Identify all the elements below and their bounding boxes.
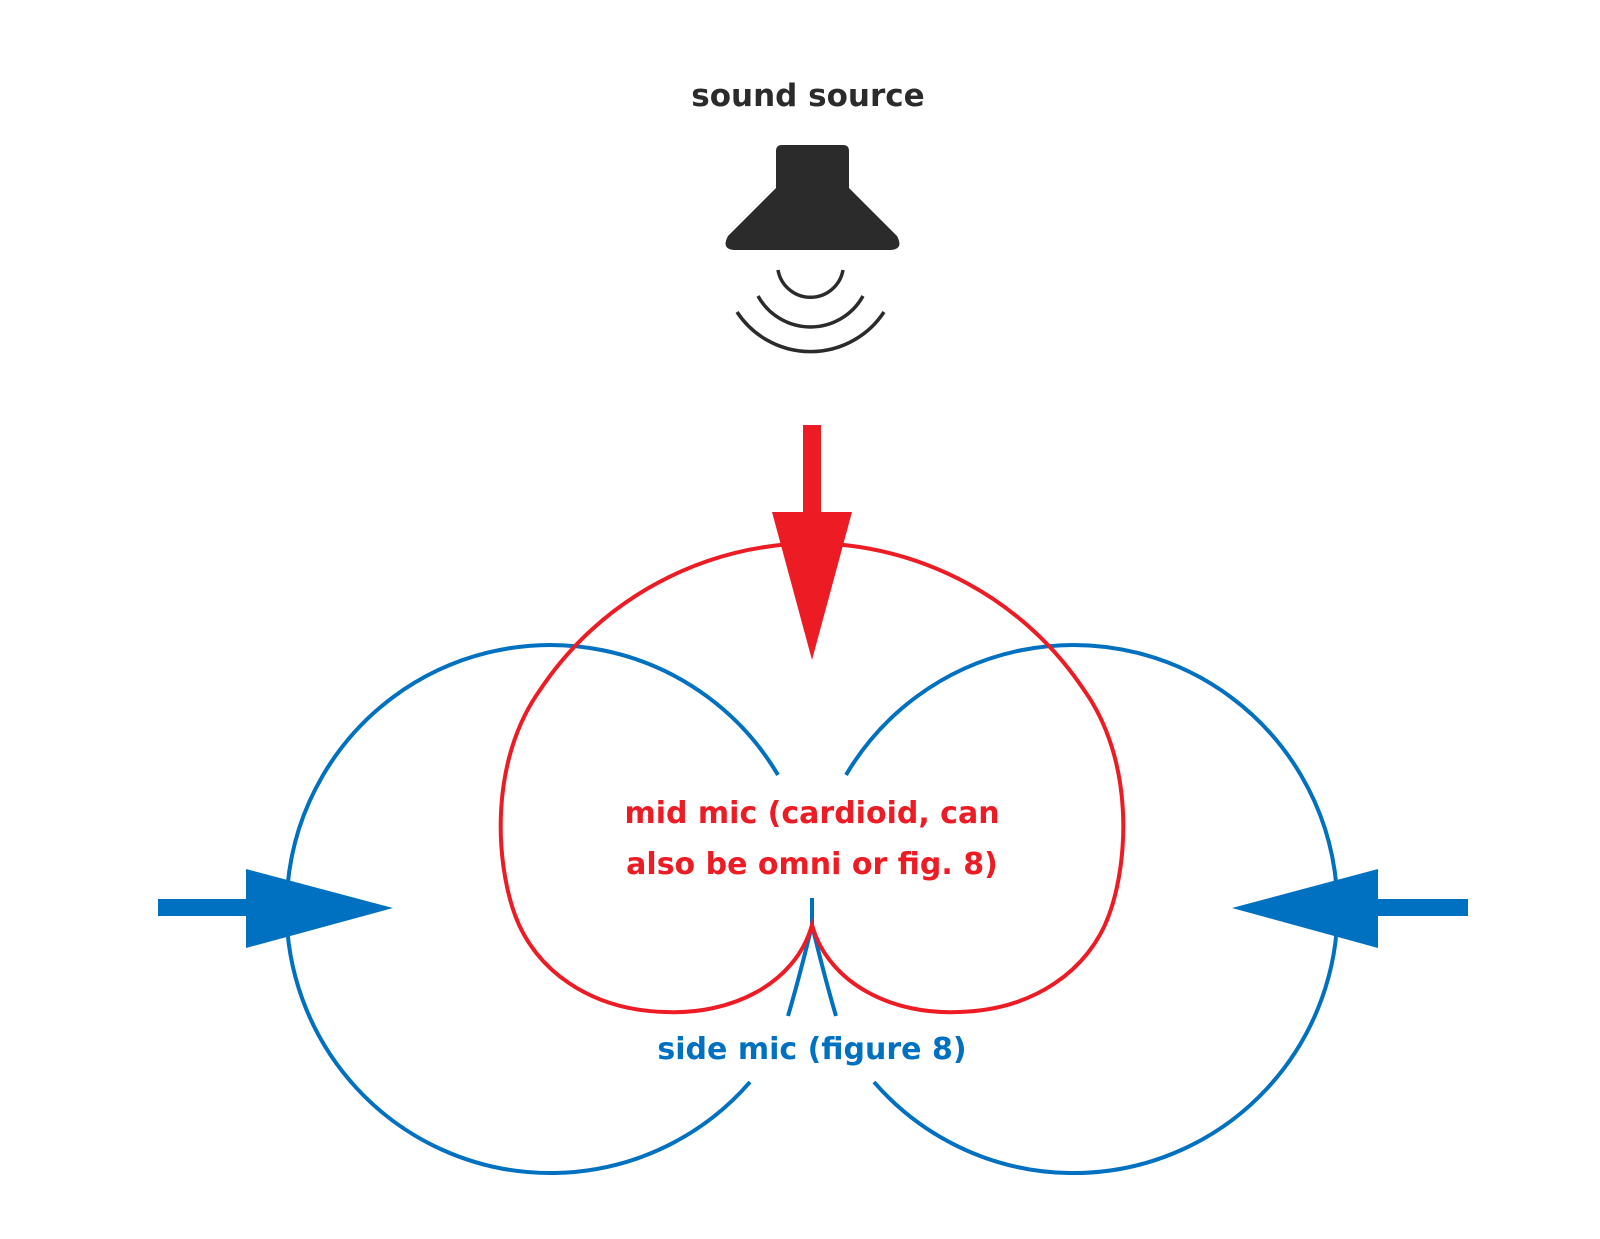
- mid-mic-label-line1: mid mic (cardioid, can: [624, 796, 999, 831]
- mid-mic-label-line2: also be omni or fig. 8): [626, 847, 998, 882]
- mid-arrow-icon: [772, 425, 852, 660]
- speaker-icon: [725, 145, 900, 250]
- sound-source-label: sound source: [691, 78, 924, 114]
- side-left-arrow-icon: [158, 869, 393, 948]
- sound-waves-icon: [735, 269, 886, 354]
- side-mic-figure8-pattern: [284, 643, 1340, 1176]
- side-mic-label: side mic (figure 8): [657, 1032, 966, 1067]
- side-right-arrow-icon: [1232, 869, 1468, 948]
